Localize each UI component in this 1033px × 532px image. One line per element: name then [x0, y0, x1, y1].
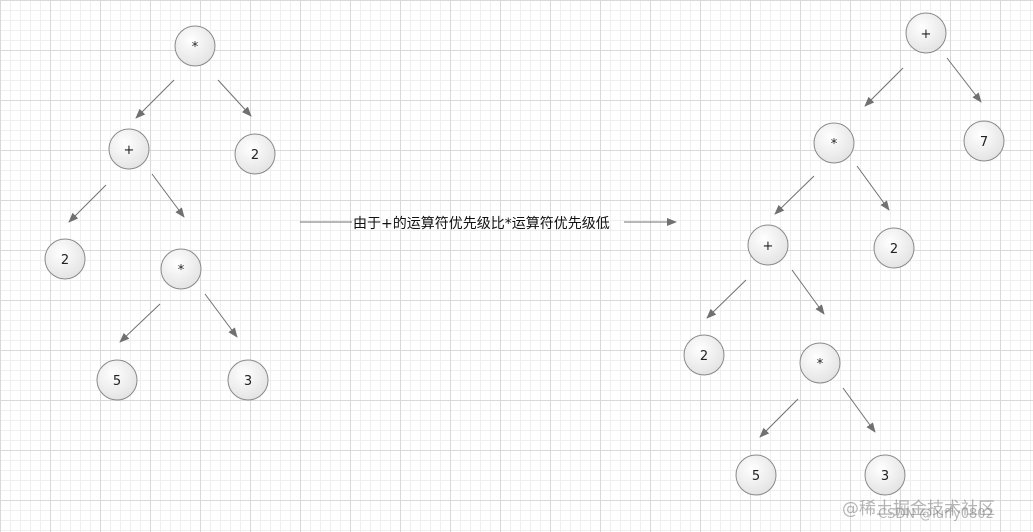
node-circle — [905, 12, 947, 54]
tree-edge-arrow — [791, 269, 825, 315]
tree-edge-arrow — [774, 175, 815, 215]
node-label: 5 — [752, 469, 760, 484]
right-tree-node-r8: 5 — [735, 454, 777, 496]
right-tree-node-r1: + — [905, 12, 947, 54]
node-circle — [873, 227, 915, 269]
tree-edge-arrow — [204, 293, 238, 338]
node-label: 7 — [980, 135, 988, 150]
left-tree-node-l6: 5 — [96, 359, 138, 401]
node-label: 3 — [881, 469, 889, 484]
node-circle — [108, 128, 150, 170]
tree-edge-arrow — [217, 79, 252, 117]
left-tree-node-l7: 3 — [227, 359, 269, 401]
tree-edge-arrow — [135, 79, 175, 119]
tree-edge-arrow — [864, 67, 904, 107]
tree-edge-arrow — [151, 173, 185, 218]
node-label: + — [921, 27, 932, 42]
node-circle — [799, 342, 841, 384]
watermark-csdn: CSDN @luffy0802 — [878, 507, 994, 522]
right-tree-node-r9: 3 — [864, 454, 906, 496]
node-circle — [813, 122, 855, 164]
node-label: 2 — [890, 242, 898, 257]
watermark-juejin: @稀土掘金技术社区 — [842, 499, 995, 519]
transition-label: 由于+的运算符优先级比*运算符优先级低 — [353, 216, 610, 232]
left-tree-node-l4: 2 — [44, 238, 86, 280]
node-label: * — [178, 263, 185, 278]
tree-edge-arrow — [119, 303, 161, 343]
node-label: * — [831, 137, 838, 152]
left-tree-node-l3: 2 — [234, 133, 276, 175]
tree-edge-arrow — [946, 57, 982, 103]
node-circle — [227, 359, 269, 401]
node-circle — [963, 120, 1005, 162]
node-circle — [864, 454, 906, 496]
node-label: * — [817, 357, 824, 372]
node-label: + — [763, 239, 774, 254]
node-circle — [96, 359, 138, 401]
node-circle — [747, 224, 789, 266]
node-circle — [735, 454, 777, 496]
node-label: 3 — [244, 374, 252, 389]
tree-edge-arrow — [842, 387, 876, 433]
tree-edge-arrow — [856, 165, 890, 211]
node-circle — [234, 133, 276, 175]
tree-edge-arrow — [706, 279, 747, 319]
node-circle — [683, 334, 725, 376]
right-tree-node-r3: 7 — [963, 120, 1005, 162]
tree-edge-arrow — [759, 398, 799, 438]
node-label: 2 — [700, 349, 708, 364]
node-label: * — [192, 40, 199, 55]
left-tree-node-l1: * — [174, 25, 216, 67]
node-circle — [44, 238, 86, 280]
tree-edge-arrow — [68, 184, 107, 223]
left-tree-node-l5: * — [160, 248, 202, 290]
right-tree-node-r2: * — [813, 122, 855, 164]
node-circle — [160, 248, 202, 290]
node-circle — [174, 25, 216, 67]
right-tree-node-r4: + — [747, 224, 789, 266]
right-tree-node-r7: * — [799, 342, 841, 384]
left-tree-node-l2: + — [108, 128, 150, 170]
node-label: + — [124, 143, 135, 158]
right-tree-node-r5: 2 — [873, 227, 915, 269]
node-label: 2 — [251, 148, 259, 163]
node-label: 5 — [113, 374, 121, 389]
node-label: 2 — [61, 253, 69, 268]
right-tree-node-r6: 2 — [683, 334, 725, 376]
